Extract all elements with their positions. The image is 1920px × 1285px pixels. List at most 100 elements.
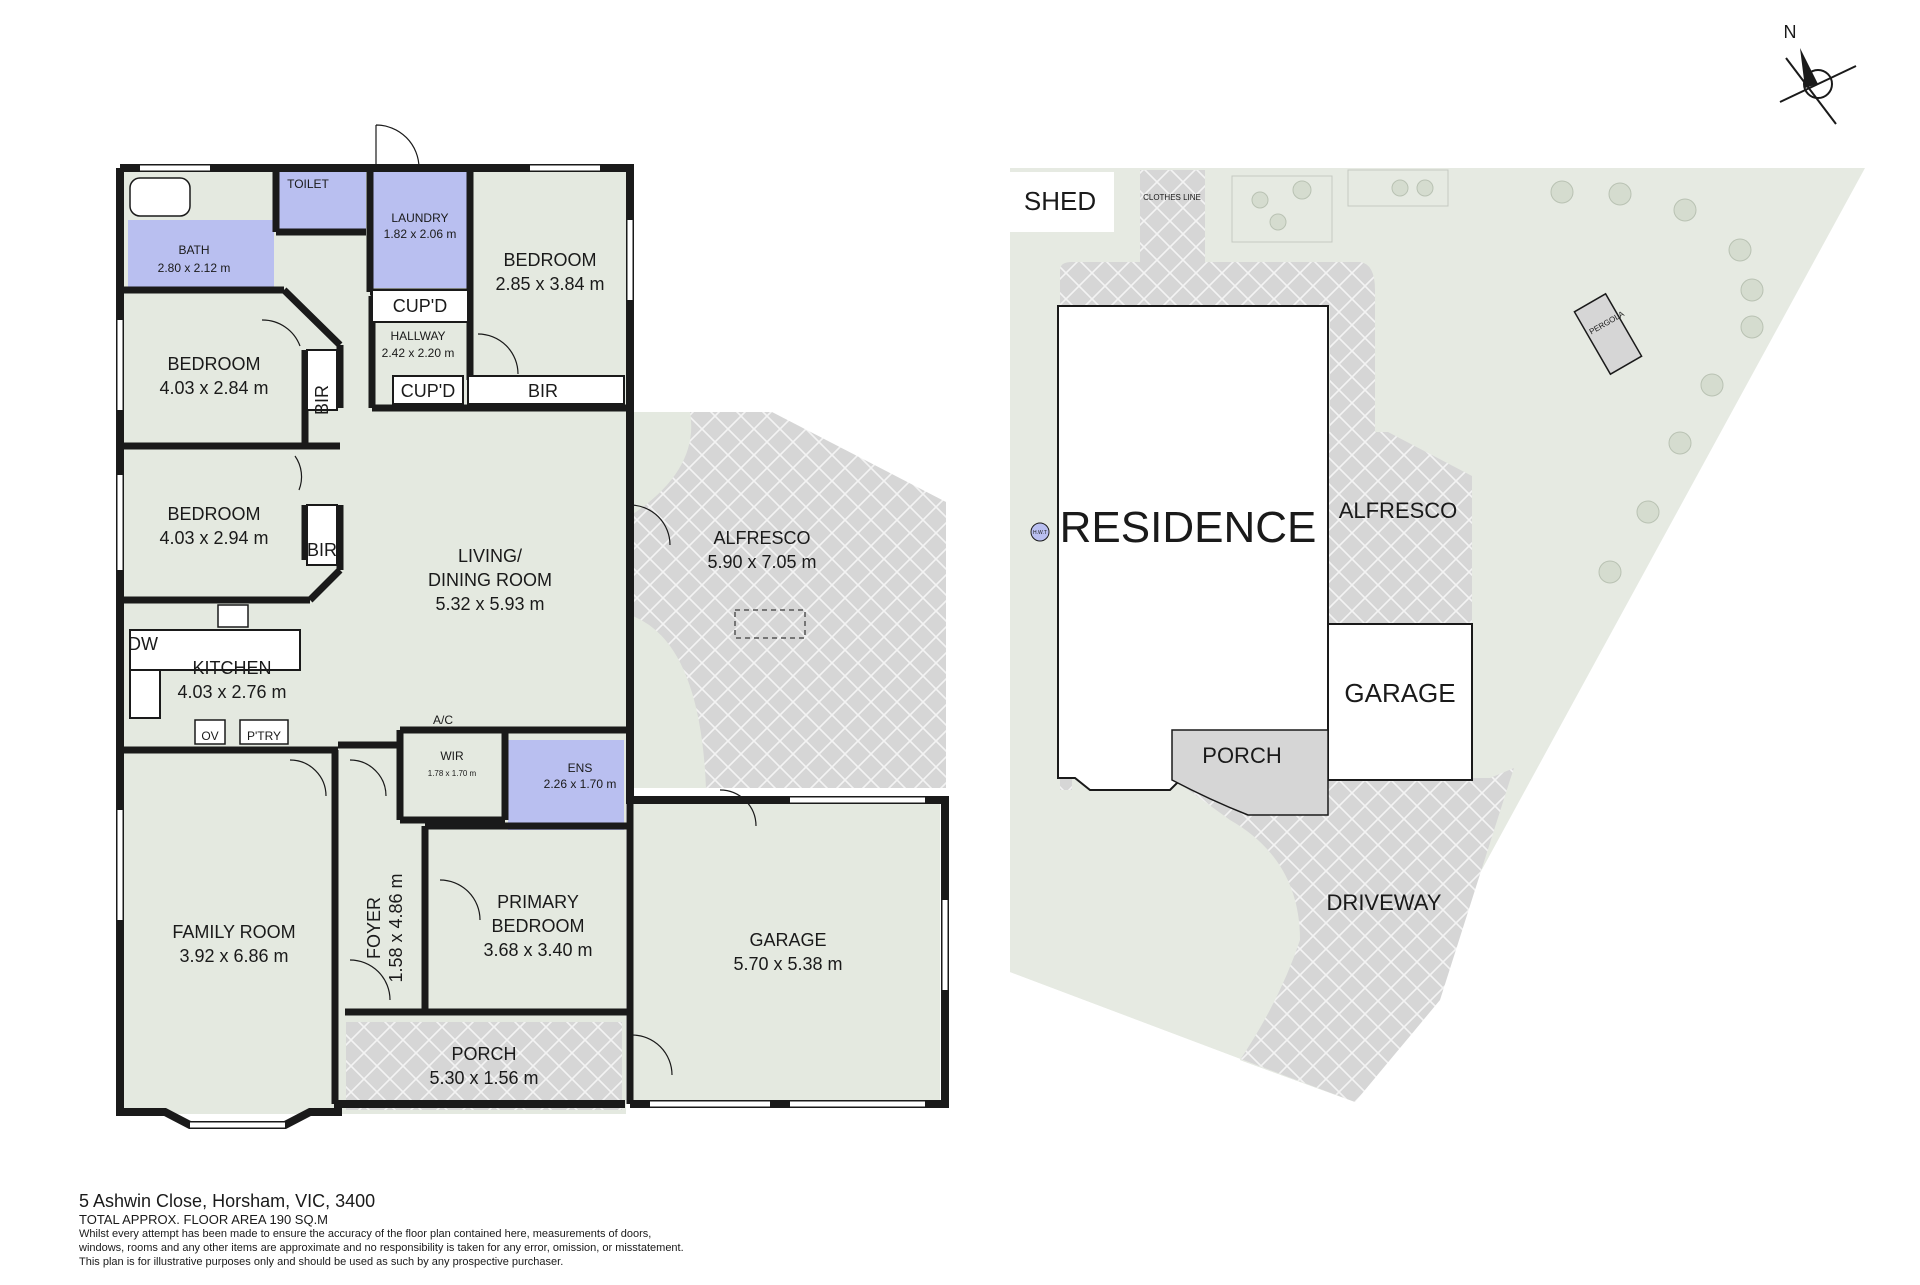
site-paving-path [1060, 170, 1375, 790]
room-labels: BATH 2.80 x 2.12 m TOILET LAUNDRY 1.82 x… [128, 177, 843, 1088]
kitchen-label: KITCHEN [192, 658, 271, 678]
bedroom-ne-label: BEDROOM [503, 250, 596, 270]
bedroom-w1-label: BEDROOM [167, 354, 260, 374]
porch-label: PORCH [451, 1044, 516, 1064]
site-porch [1171, 729, 1329, 816]
ensuite-label: ENS [568, 761, 593, 775]
kitchen-bench [129, 629, 301, 719]
ensuite-fill [508, 740, 624, 830]
porch-dims: 5.30 x 1.56 m [429, 1068, 538, 1088]
alfresco-skylight [734, 609, 806, 639]
family-room-label: FAMILY ROOM [172, 922, 295, 942]
bedroom-ne-dims: 2.85 x 3.84 m [495, 274, 604, 294]
disclaimer-line-1: Whilst every attempt has been made to en… [79, 1228, 652, 1240]
bath-fill [128, 220, 274, 290]
bedroom-w2-dims: 4.03 x 2.94 m [159, 528, 268, 548]
site-garage [1327, 623, 1473, 781]
bath-label: BATH [178, 243, 209, 257]
bath-dims: 2.80 x 2.12 m [158, 261, 231, 275]
ac-label: A/C [433, 713, 453, 727]
site-porch-label: PORCH [1202, 743, 1281, 768]
bir-w2-box [306, 504, 338, 566]
hot-water-tank-icon [1030, 522, 1050, 542]
garage-dims: 5.70 x 5.38 m [733, 954, 842, 974]
laundry-label: LAUNDRY [391, 211, 448, 225]
bir-ne-box [467, 375, 625, 405]
garden-bed-1 [1231, 175, 1333, 243]
hallway-dims: 2.42 x 2.20 m [382, 346, 455, 360]
floor-area: TOTAL APPROX. FLOOR AREA 190 SQ.M [79, 1212, 329, 1227]
driveway-paving [1172, 768, 1514, 1102]
laundry-dims: 1.82 x 2.06 m [384, 227, 457, 241]
trees [1251, 179, 1764, 584]
alfresco-paving [630, 412, 946, 788]
residence-footprint [1057, 305, 1329, 791]
primary-bedroom-dims: 3.68 x 3.40 m [483, 940, 592, 960]
alfresco-lawn-bottom [630, 615, 706, 788]
openings [117, 165, 948, 1128]
shed [1010, 172, 1114, 232]
site-garage-label: GARAGE [1344, 678, 1455, 708]
house-floor-plan: BATH 2.80 x 2.12 m TOILET LAUNDRY 1.82 x… [116, 124, 949, 1129]
cooktop [217, 604, 249, 628]
disclaimer-line-2: windows, rooms and any other items are a… [79, 1242, 684, 1254]
compass-axis-ns [1785, 57, 1837, 125]
plan-footer: 5 Ashwin Close, Horsham, VIC, 3400 TOTAL… [79, 1190, 979, 1269]
disclaimer-line-3: This plan is for illustrative purposes o… [79, 1256, 564, 1268]
cupboard-2 [392, 375, 464, 405]
cupboard-1-label: CUP'D [393, 296, 447, 316]
compass: N [1779, 22, 1857, 125]
toilet-fill [278, 172, 366, 234]
door-swings [261, 124, 757, 1076]
living-label-2: DINING ROOM [428, 570, 552, 590]
pantry-box [239, 719, 289, 745]
bir-ne-label: BIR [528, 381, 558, 401]
cupboard-2-label: CUP'D [401, 381, 455, 401]
clothes-line-label: CLOTHES LINE [1143, 193, 1201, 202]
oven-box [194, 719, 226, 745]
dishwasher-label: DW [128, 634, 158, 654]
front-lawn [1010, 845, 1355, 1102]
wir-dims: 1.78 x 1.70 m [428, 769, 477, 778]
hallway-label: HALLWAY [390, 329, 445, 343]
site-alfresco-label: ALFRESCO [1339, 498, 1458, 523]
primary-bedroom-label: PRIMARY [497, 892, 579, 912]
primary-bedroom-label-2: BEDROOM [491, 916, 584, 936]
bedroom-w1-dims: 4.03 x 2.84 m [159, 378, 268, 398]
living-label: LIVING/ [458, 546, 522, 566]
north-arrow-icon [1800, 48, 1818, 88]
kitchen-dims: 4.03 x 2.76 m [177, 682, 286, 702]
bedroom-w2-label: BEDROOM [167, 504, 260, 524]
bir-w2-label: BIR [307, 540, 337, 560]
interior-walls [123, 172, 634, 1104]
hot-water-tank-label: H.W.T [1033, 530, 1047, 536]
toilet-label: TOILET [287, 177, 329, 191]
alfresco-dims: 5.90 x 7.05 m [707, 552, 816, 572]
porch-paving [346, 1022, 622, 1110]
bir-w1-box [306, 349, 338, 411]
site-alfresco-paving [1328, 432, 1472, 624]
residence-label: RESIDENCE [1060, 503, 1317, 552]
alfresco-label: ALFRESCO [713, 528, 810, 548]
compass-ring [1803, 69, 1833, 99]
property-address: 5 Ashwin Close, Horsham, VIC, 3400 [79, 1191, 376, 1211]
pergola [1573, 292, 1643, 376]
wir-label: WIR [440, 749, 464, 763]
oven-label: OV [201, 729, 218, 743]
foyer-label: FOYER [364, 897, 384, 959]
living-dims: 5.32 x 5.93 m [435, 594, 544, 614]
laundry-fill [372, 172, 468, 288]
cupboard-1 [371, 289, 469, 323]
foyer-dims: 1.58 x 4.86 m [386, 873, 406, 982]
garage-fill [632, 800, 940, 1100]
garage-label: GARAGE [749, 930, 826, 950]
driveway-label: DRIVEWAY [1327, 890, 1442, 915]
shed-label: SHED [1024, 186, 1096, 216]
pantry-label: P'TRY [247, 729, 281, 743]
ensuite-dims: 2.26 x 1.70 m [544, 777, 617, 791]
site-plan: SHED CLOTHES LINE RESIDENCE ALFRESCO GAR… [1010, 168, 1865, 1102]
family-room-dims: 3.92 x 6.86 m [179, 946, 288, 966]
north-label: N [1784, 22, 1797, 42]
